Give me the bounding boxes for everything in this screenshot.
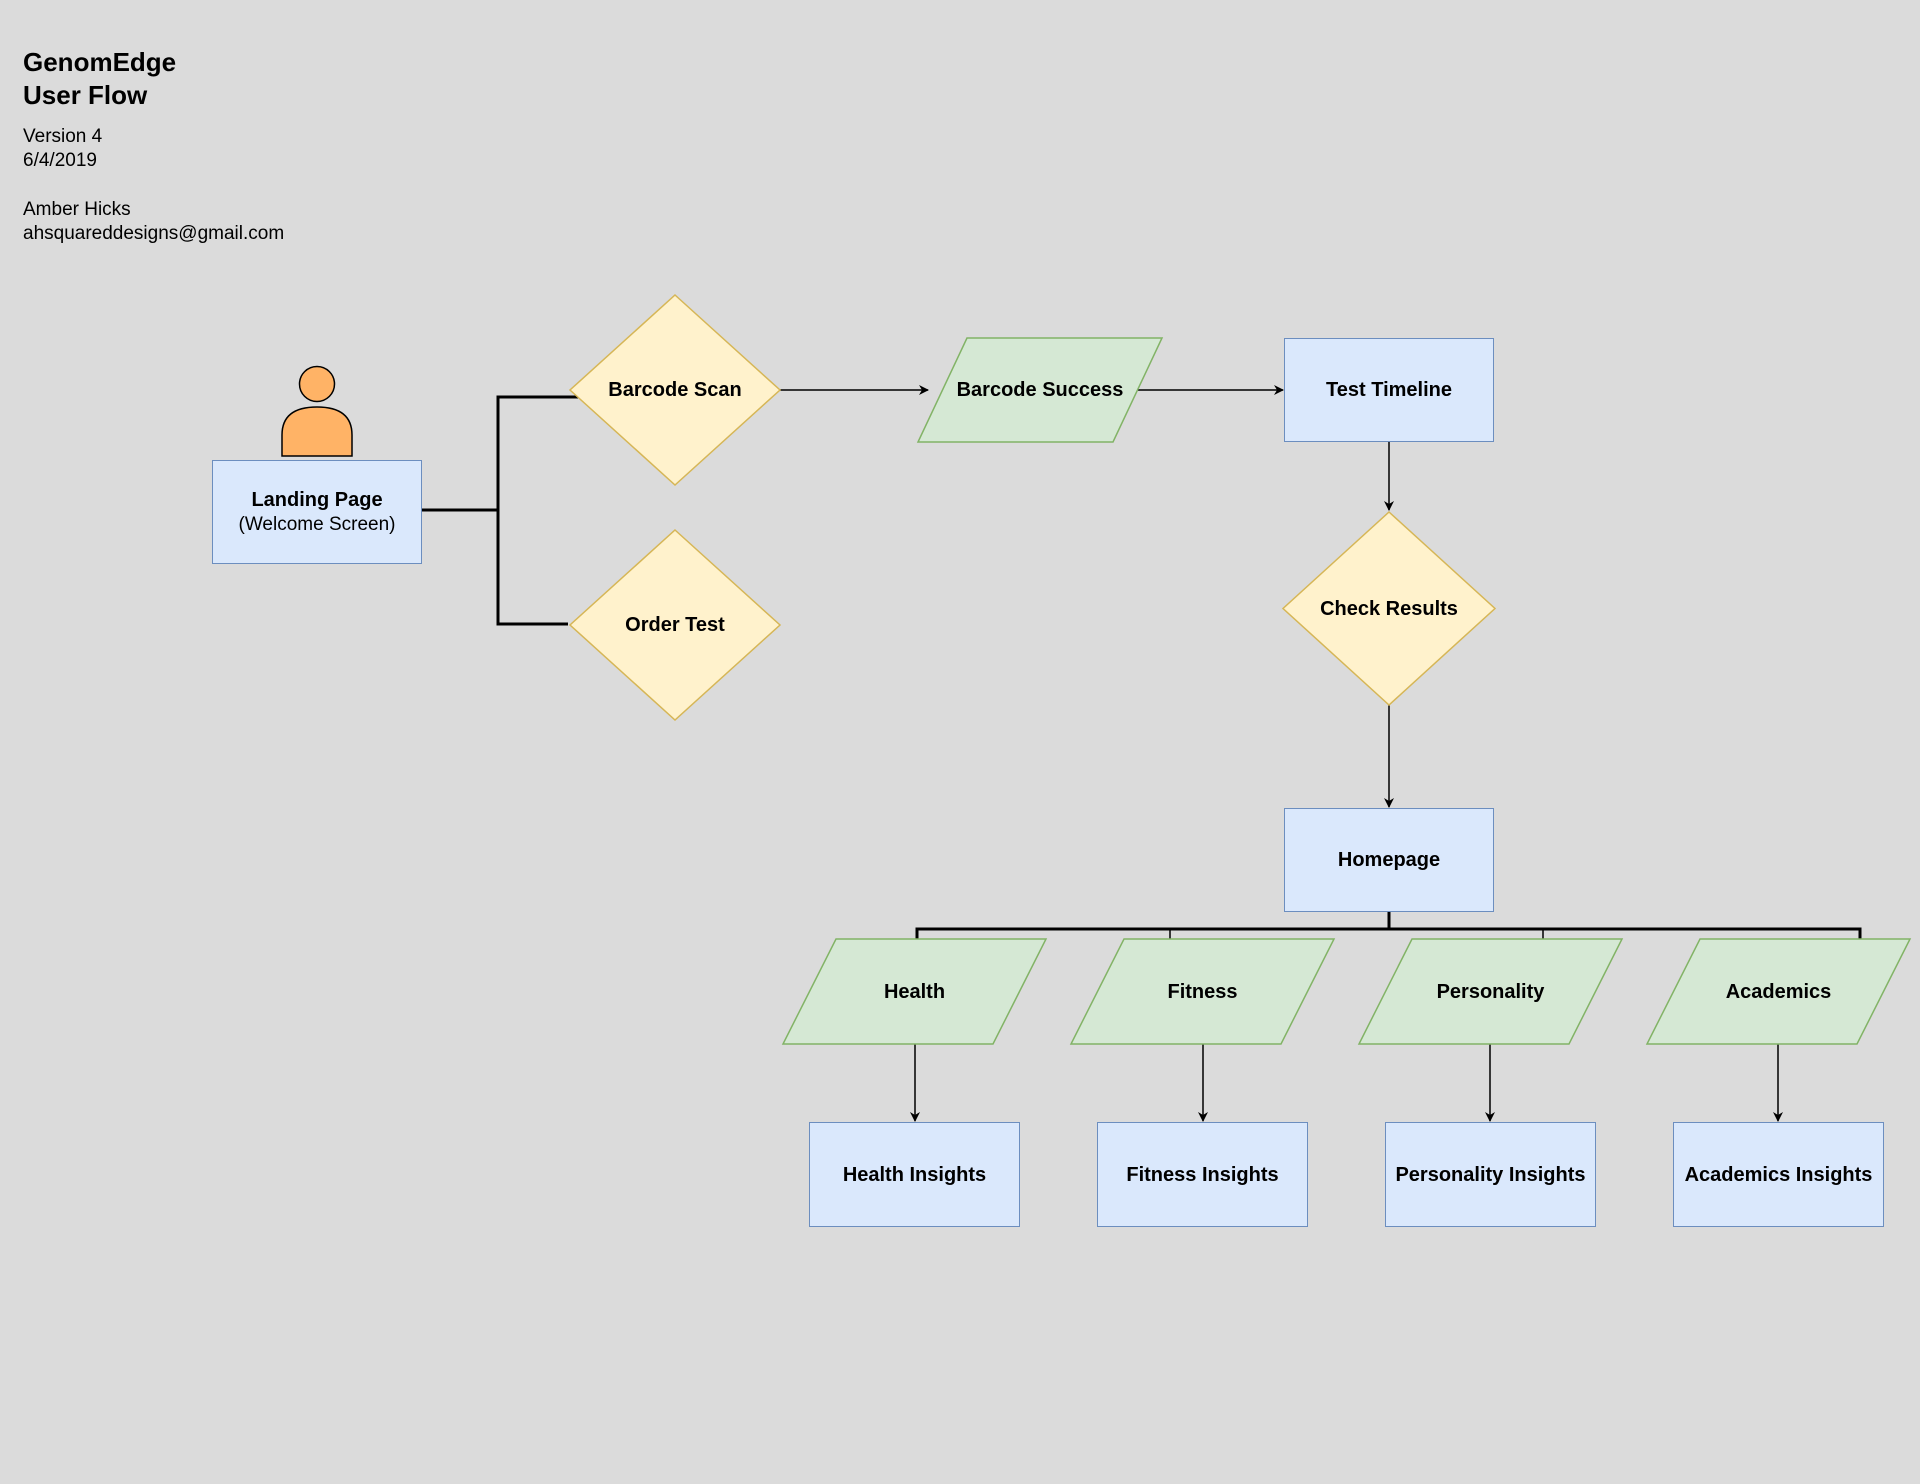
fitness-insights-node[interactable]: Fitness Insights [1097, 1122, 1308, 1227]
check-results-label: Check Results [1320, 597, 1458, 620]
order-test-node[interactable]: Order Test [568, 528, 782, 722]
homepage-label: Homepage [1337, 849, 1441, 871]
health-node[interactable]: Health [781, 938, 1048, 1045]
health-insights-label: Health Insights [842, 1163, 987, 1186]
personality-insights-node[interactable]: Personality Insights [1385, 1122, 1596, 1227]
academics-node[interactable]: Academics [1645, 938, 1912, 1045]
homepage-branch-connector [915, 912, 1862, 939]
test-timeline-label: Test Timeline [1326, 379, 1452, 401]
decision-diamond-shape [1281, 510, 1497, 707]
barcode-scan-node[interactable]: Barcode Scan [568, 293, 782, 487]
io-parallelogram-shape [1069, 938, 1336, 1045]
personality-node[interactable]: Personality [1357, 938, 1624, 1045]
date-text: 6/4/2019 [23, 150, 97, 171]
academics-insights-label: Academics Insights [1684, 1163, 1873, 1186]
author-text: Amber Hicks [23, 199, 131, 220]
academics-label: Academics [1725, 980, 1832, 1003]
decision-diamond-shape [568, 528, 782, 722]
user-icon [281, 365, 353, 457]
academics-insights-node[interactable]: Academics Insights [1673, 1122, 1884, 1227]
test-timeline-node[interactable]: Test Timeline [1284, 338, 1494, 442]
email-text: ahsquareddesigns@gmail.com [23, 223, 285, 244]
homepage-node[interactable]: Homepage [1284, 808, 1494, 912]
check-results-node[interactable]: Check Results [1281, 510, 1497, 707]
health-label: Health [883, 980, 946, 1003]
personality-insights-label: Personality Insights [1395, 1163, 1586, 1186]
health-insights-node[interactable]: Health Insights [809, 1122, 1020, 1227]
landing-page-label: Landing Page [251, 489, 383, 511]
personality-label: Personality [1436, 980, 1545, 1003]
barcode-success-node[interactable]: Barcode Success [916, 337, 1164, 443]
fitness-label: Fitness [1167, 980, 1238, 1003]
io-parallelogram-shape [916, 337, 1164, 443]
landing-page-sublabel: (Welcome Screen) [238, 514, 396, 535]
io-parallelogram-shape [781, 938, 1048, 1045]
landing-page-node[interactable]: Landing Page (Welcome Screen) [212, 460, 422, 564]
version-text: Version 4 [23, 126, 103, 147]
fitness-node[interactable]: Fitness [1069, 938, 1336, 1045]
fitness-insights-label: Fitness Insights [1126, 1163, 1279, 1186]
decision-diamond-shape [568, 293, 782, 487]
landing-branch-connector [422, 395, 578, 626]
barcode-scan-label: Barcode Scan [608, 379, 742, 401]
order-test-label: Order Test [625, 614, 725, 636]
barcode-success-label: Barcode Success [956, 379, 1124, 401]
diagram-title-line-1: GenomEdge [23, 47, 177, 77]
io-parallelogram-shape [1645, 938, 1912, 1045]
io-parallelogram-shape [1357, 938, 1624, 1045]
diagram-title-line-2: User Flow [23, 80, 148, 110]
